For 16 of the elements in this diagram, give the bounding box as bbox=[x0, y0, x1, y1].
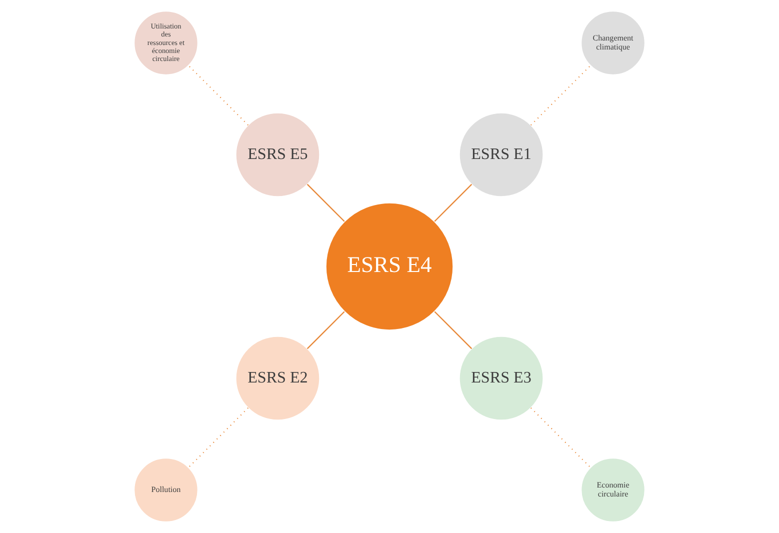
node-circle: Changement climatique bbox=[580, 10, 646, 76]
connector bbox=[306, 311, 345, 350]
connector bbox=[188, 408, 248, 468]
connector bbox=[434, 311, 472, 350]
node-circle: ESRS E4 bbox=[326, 202, 454, 330]
connector bbox=[188, 65, 248, 126]
node-circle: ESRS E1 bbox=[459, 112, 544, 197]
connector bbox=[530, 65, 591, 126]
node-circle: Economie circulaire bbox=[580, 458, 646, 522]
node-circle: ESRS E2 bbox=[236, 336, 320, 420]
node-circle: Pollution bbox=[134, 458, 198, 522]
node-circle: ESRS E5 bbox=[236, 112, 320, 197]
connector bbox=[306, 184, 345, 222]
connector bbox=[530, 408, 591, 468]
connector bbox=[434, 184, 472, 222]
node-circle: ESRS E3 bbox=[459, 336, 544, 420]
